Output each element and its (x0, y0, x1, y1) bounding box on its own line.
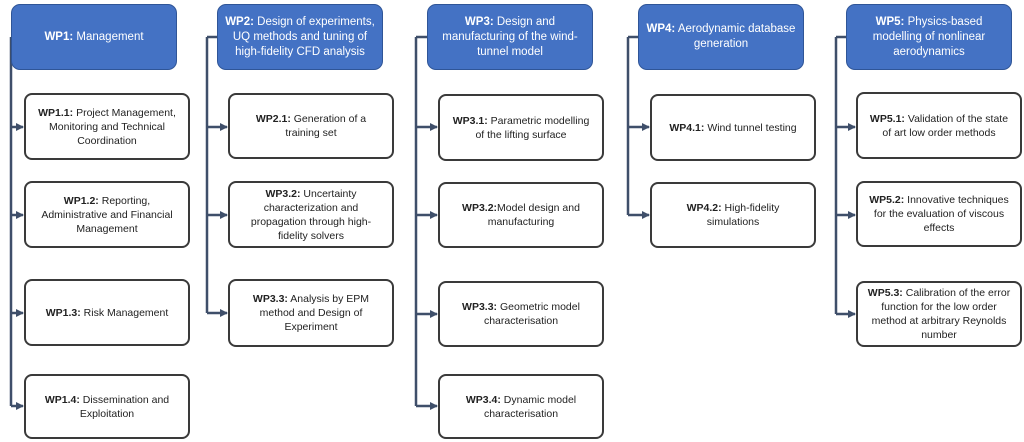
wp4-2-code: WP4.2: (686, 202, 722, 214)
wp4-1-code: WP4.1: (669, 121, 705, 134)
wp3-4-title: Dynamic model characterisation (483, 393, 577, 420)
wp2-1-code: WP2.1: (255, 113, 291, 125)
wp2-header-title: Design of experiments, UQ methods and tu… (232, 15, 375, 58)
wp3-header-code: WP3: (464, 15, 494, 28)
wp1-1-code: WP1.1: (38, 106, 74, 119)
wp2-header: WP2: Design of experiments, UQ methods a… (217, 4, 383, 70)
wp4-header-title: Aerodynamic database generation (677, 23, 796, 50)
wp5-3-code: WP5.3: (867, 287, 903, 299)
wp2-1-title: Generation of a training set (285, 113, 367, 139)
wp5-3-title: Calibration of the error function for th… (871, 287, 1011, 341)
wp3-3-task-box: WP3.3: Geometric model characterisation (438, 281, 604, 347)
wp1-3-title: Risk Management (83, 306, 169, 319)
wp2-1-task-box: WP2.1: Generation of a training set (228, 93, 394, 159)
wp5-header-code: WP5: (875, 15, 905, 28)
wp5-2-title: Innovative techniques for the evaluation… (873, 194, 1009, 234)
wp4-header-code: WP4: (646, 23, 676, 35)
wp4-2-task-box: WP4.2: High-fidelity simulations (650, 182, 816, 248)
wp1-header-title: Management (76, 30, 144, 43)
wp1-header-code: WP1: (44, 30, 74, 43)
wp3-2-task-box: WP3.2:Model design and manufacturing (438, 182, 604, 248)
wp2-2-task-box: WP3.2: Uncertainty characterization and … (228, 181, 394, 248)
wp1-2-title: Reporting, Administrative and Financial … (41, 194, 173, 235)
wp3-3-code: WP3.3: (462, 301, 498, 313)
wp4-1-title: Wind tunnel testing (707, 121, 797, 134)
wp2-3-code: WP3.3: (252, 293, 288, 305)
wp3-1-title: Parametric modelling of the lifting surf… (475, 114, 590, 141)
wp3-4-code: WP3.4: (465, 393, 501, 406)
wp1-2-code: WP1.2: (63, 194, 99, 207)
wp5-2-task-box: WP5.2: Innovative techniques for the eva… (856, 181, 1022, 247)
wp4-1-task-box: WP4.1: Wind tunnel testing (650, 94, 816, 161)
wp3-2-title: Model design and manufacturing (487, 202, 580, 228)
wp4-header: WP4: Aerodynamic database generation (638, 4, 804, 70)
wp5-header: WP5: Physics-based modelling of nonlinea… (846, 4, 1012, 70)
wp1-4-task-box: WP1.4: Dissemination and Exploitation (24, 374, 190, 439)
wp2-2-code: WP3.2: (265, 187, 301, 200)
wp5-3-task-box: WP5.3: Calibration of the error function… (856, 281, 1022, 347)
wp1-3-task-box: WP1.3: Risk Management (24, 279, 190, 346)
wp5-1-task-box: WP5.1: Validation of the state of art lo… (856, 92, 1022, 159)
wp5-2-code: WP5.2: (869, 194, 905, 206)
wp3-1-code: WP3.1: (452, 114, 488, 127)
wp1-header: WP1: Management (11, 4, 177, 70)
wp1-1-task-box: WP1.1: Project Management, Monitoring an… (24, 93, 190, 160)
wp3-2-code: WP3.2: (462, 202, 498, 214)
wp1-3-code: WP1.3: (45, 306, 81, 319)
wp3-4-task-box: WP3.4: Dynamic model characterisation (438, 374, 604, 439)
wp2-header-code: WP2: (225, 15, 254, 28)
wp2-2-title: Uncertainty characterization and propaga… (250, 187, 372, 242)
wp1-4-title: Dissemination and Exploitation (79, 393, 170, 420)
wp5-1-code: WP5.1: (869, 112, 905, 125)
wp1-4-code: WP1.4: (44, 393, 80, 406)
wp3-3-title: Geometric model characterisation (483, 301, 580, 327)
wp3-header: WP3: Design and manufacturing of the win… (427, 4, 593, 70)
wp2-3-task-box: WP3.3: Analysis by EPM method and Design… (228, 279, 394, 347)
wp5-header-title: Physics-based modelling of nonlinear aer… (872, 15, 986, 58)
wp3-header-title: Design and manufacturing of the wind-tun… (442, 15, 578, 58)
wp2-3-title: Analysis by EPM method and Design of Exp… (259, 293, 370, 333)
wp1-1-title: Project Management, Monitoring and Techn… (49, 106, 176, 147)
wp4-2-title: High-fidelity simulations (706, 202, 780, 228)
wp5-1-title: Validation of the state of art low order… (882, 112, 1009, 139)
wp1-2-task-box: WP1.2: Reporting, Administrative and Fin… (24, 181, 190, 248)
wp3-1-task-box: WP3.1: Parametric modelling of the lifti… (438, 94, 604, 161)
